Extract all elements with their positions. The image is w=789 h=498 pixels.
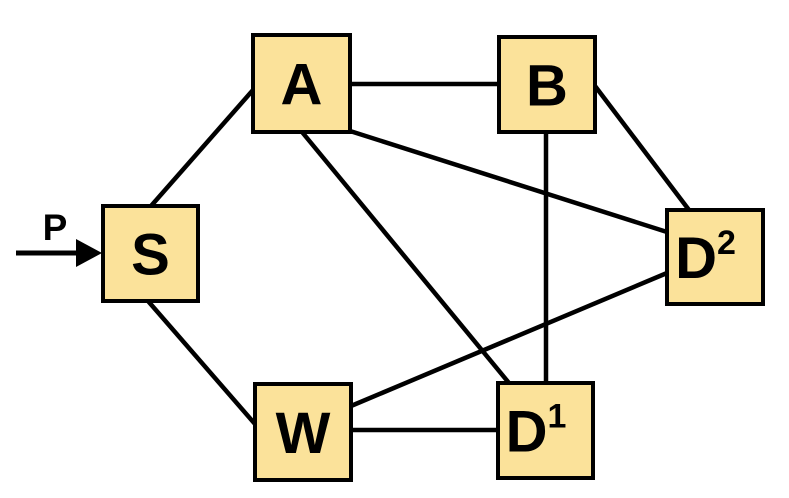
edge-S-W	[146, 299, 257, 426]
input-arrowhead-icon	[76, 239, 102, 267]
node-D2-superscript: 2	[717, 224, 736, 262]
node-B-label: B	[526, 53, 568, 118]
node-A-label: A	[281, 52, 323, 117]
node-W	[253, 382, 353, 482]
edge-B-D2	[593, 84, 691, 212]
node-S	[101, 204, 200, 303]
input-arrow-label: P	[43, 207, 68, 248]
node-B	[497, 35, 597, 134]
node-D1-superscript: 1	[547, 397, 566, 435]
edge-W-D2	[350, 270, 668, 409]
node-A	[251, 33, 352, 134]
node-D2	[665, 208, 765, 306]
edge-A-D2	[349, 128, 668, 235]
node-W-label: W	[276, 401, 331, 466]
node-D1	[496, 381, 595, 480]
node-S-label: S	[131, 222, 170, 287]
edge-A-D1	[300, 130, 511, 385]
edge-S-A	[149, 88, 255, 208]
